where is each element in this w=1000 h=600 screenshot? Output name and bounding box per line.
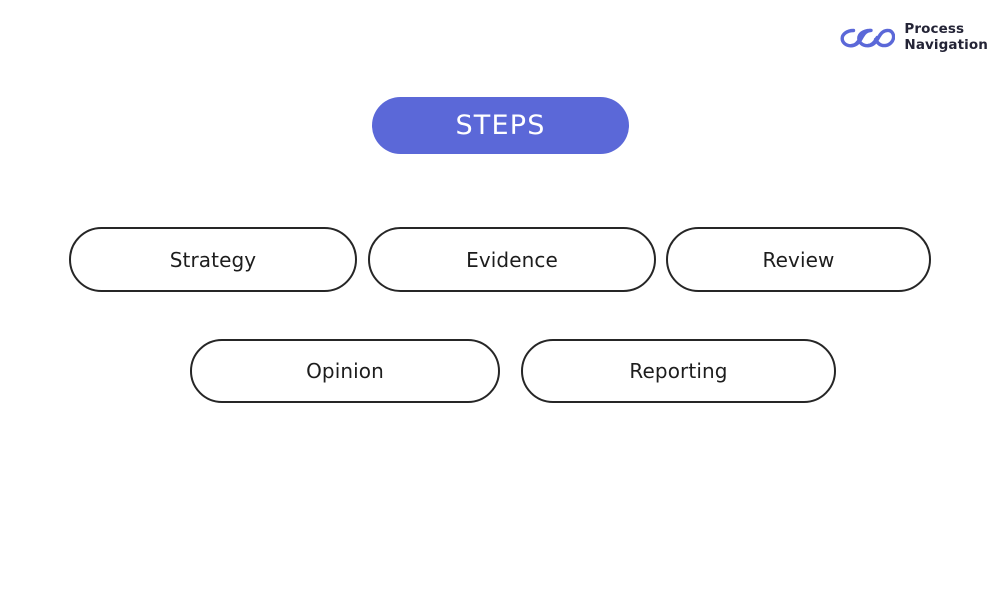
step-pill-review[interactable]: Review	[666, 227, 931, 292]
brand-name-line-2: Navigation	[904, 36, 988, 53]
brand-name: Process Navigation	[904, 21, 988, 54]
step-pill-opinion[interactable]: Opinion	[190, 339, 500, 403]
brand-name-line-1: Process	[904, 21, 965, 37]
interlocking-loops-logo-icon	[840, 28, 896, 48]
step-pill-evidence[interactable]: Evidence	[368, 227, 656, 292]
step-pill-strategy[interactable]: Strategy	[69, 227, 357, 292]
brand-logo: Process Navigation	[839, 21, 988, 54]
steps-title-pill: STEPS	[372, 97, 629, 154]
step-pill-reporting[interactable]: Reporting	[521, 339, 836, 403]
